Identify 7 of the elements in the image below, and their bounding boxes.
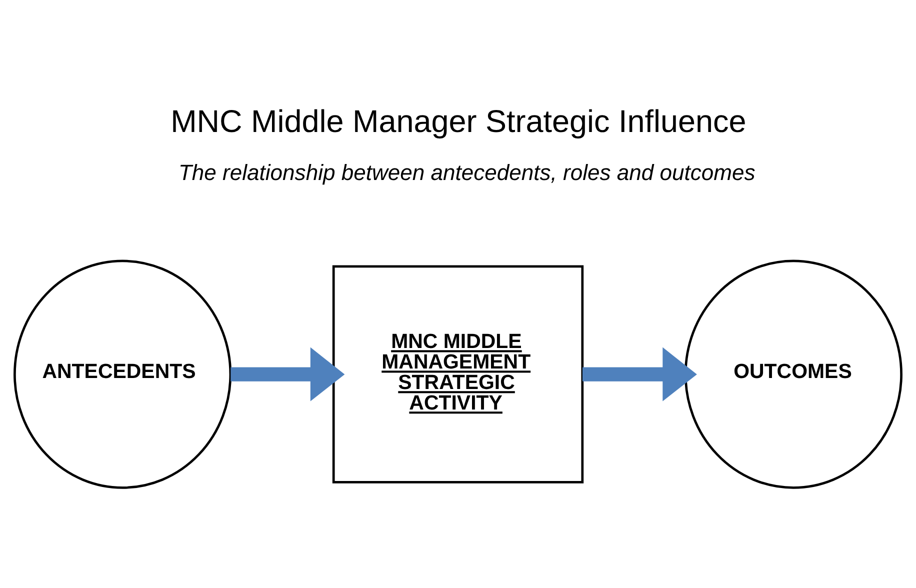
arrow — [230, 347, 345, 402]
label: The relationship between antecedents, roles and outcomes — [178, 160, 756, 186]
node-box: MNC MIDDLE MANAGEMENT STRATEGIC ACTIVITY — [332, 265, 584, 484]
arrow — [582, 347, 697, 402]
diagram-title: MNC Middle Manager Strategic Influence — [170, 102, 746, 139]
node-circle: ANTECEDENTS — [14, 260, 232, 489]
node-circle: OUTCOMES — [684, 260, 902, 489]
